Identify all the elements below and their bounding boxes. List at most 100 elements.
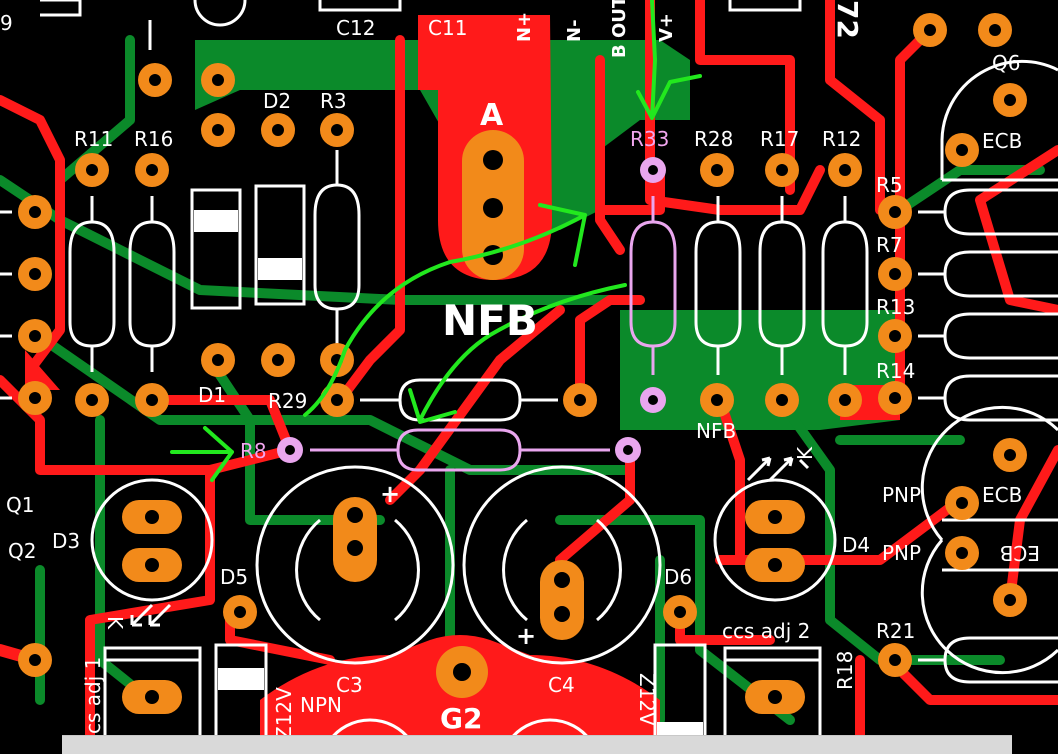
label-d4: D4 (842, 533, 870, 557)
pad-hole (839, 394, 851, 406)
annotation-arrows (170, 0, 702, 482)
pad-hole (989, 24, 1001, 36)
pad-hole (889, 392, 901, 404)
pad-hole (272, 354, 284, 366)
pad-hole (889, 330, 901, 342)
pad-hole (29, 206, 41, 218)
highlighted-parts (277, 157, 677, 472)
pad-hole (331, 394, 343, 406)
label-c4: C4 (548, 673, 575, 697)
label-pnp-1: PNP (882, 483, 921, 507)
label-v-plus: V+ (656, 13, 677, 42)
pad-hole (29, 268, 41, 280)
label-npn: NPN (300, 693, 342, 717)
pad-hole (86, 394, 98, 406)
label-q6: Q6 (992, 51, 1020, 75)
silkscreen-labels: 9 C12 C11 N+ N- B OUT V+ 72 Q6 A NFB D2 … (0, 0, 1040, 745)
pad-hole (956, 497, 968, 509)
label-g2: G2 (440, 702, 482, 735)
pad-hole (889, 654, 901, 666)
pad-hole (272, 124, 284, 136)
label-r11: R11 (74, 127, 113, 151)
label-d2: D2 (263, 89, 291, 113)
pad-hole (1004, 594, 1016, 606)
pad-hole (146, 164, 158, 176)
label-c11: C11 (428, 16, 467, 40)
pad-hole (574, 394, 586, 406)
pad-hole (776, 164, 788, 176)
label-r12: R12 (822, 127, 861, 151)
pad-hole (1004, 94, 1016, 106)
label-q2: Q2 (8, 539, 36, 563)
pad-hole (711, 394, 723, 406)
label-a: A (480, 98, 504, 133)
pad-hole (29, 392, 41, 404)
label-z12v-left: Z12V (272, 687, 296, 740)
pad-hole (711, 164, 723, 176)
pad-hole (234, 606, 246, 618)
label-c3: C3 (336, 673, 363, 697)
label-ccs-adj-2: ccs adj 2 (722, 619, 810, 643)
label-n-plus: N+ (514, 12, 535, 42)
pad-hole (839, 164, 851, 176)
pad-hole (29, 330, 41, 342)
horizontal-scrollbar[interactable] (62, 735, 1012, 754)
label-d3: D3 (52, 529, 80, 553)
label-r8: R8 (240, 439, 267, 463)
arrow-r29-to-nfb (303, 203, 587, 417)
pad-hole (776, 394, 788, 406)
label-r29: R29 (268, 389, 307, 413)
label-pnp-2: PNP (882, 541, 921, 565)
label-d1: D1 (198, 383, 226, 407)
label-ecb-3-mirrored: ECB (1000, 541, 1040, 565)
arrow-r33-to-r8 (408, 283, 627, 424)
label-q1: Q1 (6, 493, 34, 517)
label-r13: R13 (876, 295, 915, 319)
label-r33: R33 (630, 127, 669, 151)
pad-hole (212, 354, 224, 366)
label-ecb-2: ECB (982, 483, 1022, 507)
label-ecb-1: ECB (982, 129, 1022, 153)
label-r14: R14 (876, 359, 915, 383)
component-pads (18, 13, 1027, 677)
arrow-to-r33 (636, 0, 702, 120)
arrow-to-r8 (170, 426, 234, 482)
label-plus-c4: + (516, 622, 536, 650)
label-c12: C12 (336, 16, 375, 40)
pad-hole (924, 24, 936, 36)
label-d6: D6 (664, 565, 692, 589)
label-k-d4: K (793, 446, 817, 460)
label-k-d3: K (103, 616, 127, 630)
label-plus-c3: + (380, 480, 400, 508)
pad-hole (889, 268, 901, 280)
label-r17: R17 (760, 127, 799, 151)
pad-hole (674, 606, 686, 618)
label-nfb-small: NFB (696, 419, 736, 443)
pad-hole (1004, 449, 1016, 461)
oblong-pads (122, 130, 805, 714)
pad-hole (956, 547, 968, 559)
label-d5: D5 (220, 565, 248, 589)
label-b-out: B OUT (609, 0, 630, 58)
label-cut-9: 9 (0, 11, 13, 35)
label-r3: R3 (320, 89, 347, 113)
label-nfb-big: NFB (442, 296, 538, 345)
label-n-minus: N- (564, 19, 585, 42)
pad-hole (331, 124, 343, 136)
label-r21: R21 (876, 619, 915, 643)
label-r5: R5 (876, 173, 903, 197)
label-r16: R16 (134, 127, 173, 151)
pad-hole (212, 74, 224, 86)
ground-pour-top (195, 40, 690, 230)
label-z12v-right: Z12V (635, 673, 659, 726)
pad-hole (86, 164, 98, 176)
label-r28: R28 (694, 127, 733, 151)
label-r18: R18 (833, 651, 857, 690)
pad-hole (29, 654, 41, 666)
pad-hole (146, 394, 158, 406)
label-cut-72: 72 (831, 0, 864, 39)
pad-hole (212, 124, 224, 136)
pad-hole (956, 144, 968, 156)
